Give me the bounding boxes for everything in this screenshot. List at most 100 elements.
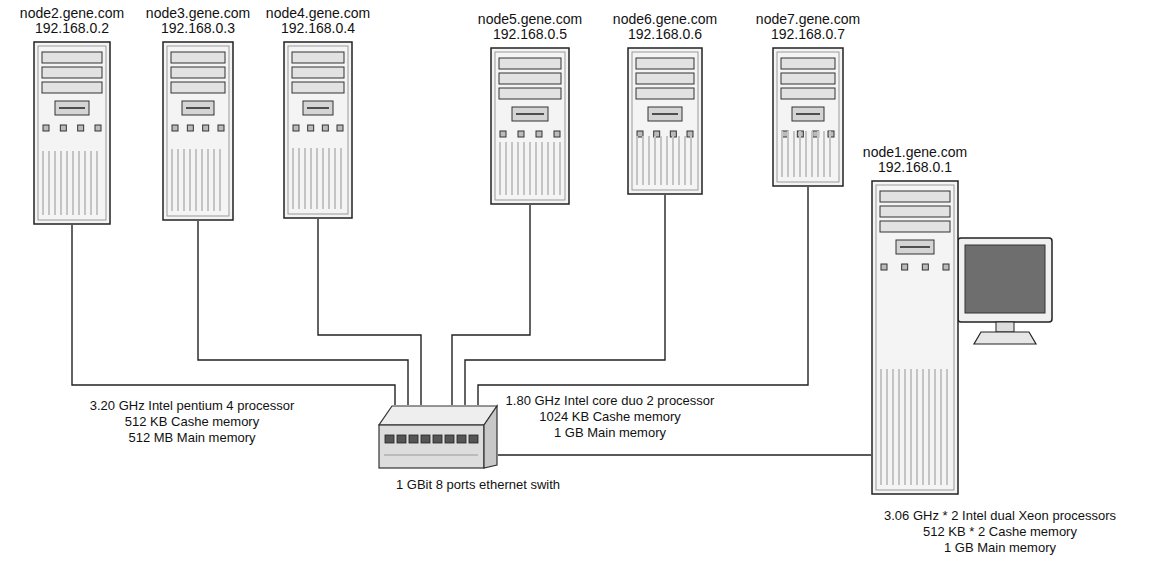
tower-illustration [871, 180, 959, 495]
floppy-slot [796, 113, 820, 115]
floppy-drive [182, 101, 214, 115]
grille-line [66, 151, 68, 215]
grille-line [84, 151, 86, 215]
floppy-slot [516, 113, 544, 115]
floppy-drive [55, 101, 89, 115]
grille-line [195, 149, 197, 211]
grille-line [292, 148, 294, 209]
tower-panel [632, 52, 698, 190]
drive-bay [781, 88, 835, 99]
computer-node: node7.gene.com192.168.0.7 [772, 12, 844, 187]
ip-address: 192.168.0.3 [146, 21, 250, 36]
switch-front [379, 425, 484, 468]
drive-bay [42, 67, 102, 78]
grille-line [805, 131, 807, 177]
grille-line [904, 369, 906, 485]
tower-case [773, 48, 843, 186]
tower-case [163, 42, 233, 220]
front-button [60, 125, 66, 131]
floppy-drive [648, 107, 682, 121]
grille-line [511, 142, 513, 195]
host-caption: node7.gene.com192.168.0.7 [756, 12, 860, 42]
drive-bay [636, 58, 694, 69]
ip-address: 192.168.0.4 [266, 21, 370, 36]
drive-bay [42, 52, 102, 63]
grille-line [559, 142, 561, 195]
grille-line [328, 148, 330, 209]
drive-bay [171, 52, 225, 63]
tower-panel [876, 185, 954, 490]
spec-text: 3.06 GHz * 2 Intel dual Xeon processors [884, 508, 1116, 523]
drive-bay [880, 221, 950, 232]
grille-line [781, 131, 783, 177]
computer-node: node2.gene.com192.168.0.2 [33, 6, 111, 225]
tower-illustration [627, 47, 703, 195]
grille-line [183, 149, 185, 211]
front-button [322, 125, 328, 131]
tower-panel [495, 52, 565, 200]
grille-line [499, 142, 501, 195]
grille-line [654, 136, 656, 185]
front-button [337, 125, 343, 131]
grille-line [177, 149, 179, 211]
grille-line [823, 131, 825, 177]
computer-node: node4.gene.com192.168.0.4 [283, 6, 353, 219]
grille-line [96, 151, 98, 215]
grille-line [322, 148, 324, 209]
grille-line [541, 142, 543, 195]
computer-node: node5.gene.com192.168.0.5 [490, 12, 570, 205]
tower-panel [167, 46, 229, 216]
ethernet-port [433, 435, 442, 443]
grille-line [886, 369, 888, 485]
grille-line [340, 148, 342, 209]
tower-panel [38, 46, 106, 220]
drive-bay [880, 206, 950, 217]
host-name: node7.gene.com [756, 12, 860, 27]
host-caption: node5.gene.com192.168.0.5 [478, 12, 582, 42]
grille-line [678, 136, 680, 185]
grille-line [213, 149, 215, 211]
switch-label: 1 GBit 8 ports ethernet swith [396, 477, 560, 492]
front-button [203, 125, 209, 131]
grille-line [666, 136, 668, 185]
ip-address: 192.168.0.7 [756, 27, 860, 42]
tower-case [284, 42, 352, 218]
grille-line [793, 131, 795, 177]
grille-line [799, 131, 801, 177]
floppy-drive [792, 107, 824, 121]
grille-line [880, 369, 882, 485]
drive-bay [781, 58, 835, 69]
grille-line [553, 142, 555, 195]
grille-line [648, 136, 650, 185]
floppy-drive [896, 240, 934, 254]
front-button [187, 125, 193, 131]
network-cable [318, 219, 421, 405]
network-cable [198, 221, 408, 405]
ethernet-port [397, 435, 406, 443]
front-button [943, 264, 949, 270]
grille-line [910, 369, 912, 485]
ethernet-port [469, 435, 478, 443]
spec-text: 1 GB Main memory [944, 540, 1056, 555]
host-name: node4.gene.com [266, 6, 370, 21]
grille-line [42, 151, 44, 215]
grille-line [201, 149, 203, 211]
grille-line [636, 136, 638, 185]
floppy-drive [303, 101, 333, 115]
grille-line [48, 151, 50, 215]
switch-top [379, 406, 497, 425]
grille-line [505, 142, 507, 195]
drive-bay [636, 88, 694, 99]
drive-bay [499, 88, 561, 99]
host-name: node2.gene.com [20, 6, 124, 21]
spec-text: 1024 KB Cashe memory [539, 409, 681, 424]
spec-text: 3.20 GHz Intel pentium 4 processor [90, 398, 295, 413]
tower-panel [288, 46, 348, 214]
tower-case [34, 42, 110, 224]
ethernet-port [445, 435, 454, 443]
grille-line [898, 369, 900, 485]
tower-panel [777, 52, 839, 182]
spec-text: 1 GB Main memory [554, 425, 666, 440]
tower-illustration [772, 47, 844, 187]
network-cable [478, 187, 808, 405]
